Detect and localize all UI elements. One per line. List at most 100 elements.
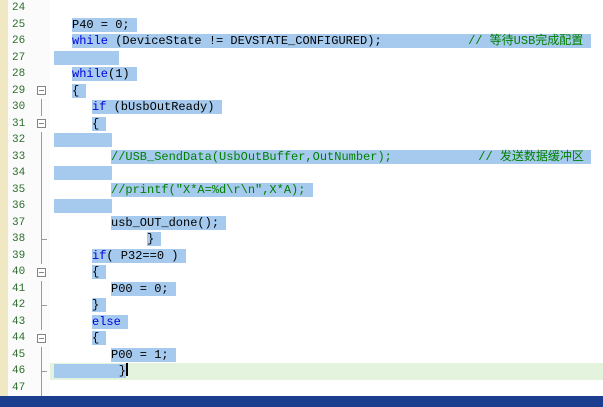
code-line-row: 45 P00 = 1;	[0, 346, 603, 364]
fold-collapse-icon[interactable]	[37, 333, 46, 343]
fold-margin	[34, 0, 50, 17]
line-number[interactable]: 29	[8, 82, 34, 99]
code-line[interactable]: }	[50, 297, 603, 314]
code-line[interactable]: else	[50, 314, 603, 331]
code-line-row: 31 {	[0, 115, 603, 133]
line-number[interactable]: 26	[8, 33, 34, 50]
line-number[interactable]: 24	[8, 0, 34, 17]
fold-margin	[34, 330, 50, 347]
line-number[interactable]: 36	[8, 198, 34, 215]
code-line-row: 37 usb_OUT_done();	[0, 214, 603, 232]
code-line[interactable]	[50, 380, 603, 397]
fold-margin	[34, 363, 50, 380]
line-number[interactable]: 43	[8, 313, 34, 330]
code-line[interactable]: {	[50, 264, 603, 281]
code-line-row: 44 {	[0, 330, 603, 347]
code-line-row: 28 while(1)	[0, 66, 603, 83]
fold-margin	[34, 16, 50, 33]
fold-line-icon	[41, 313, 42, 330]
code-line[interactable]	[50, 165, 603, 182]
line-number[interactable]: 38	[8, 231, 34, 248]
line-number[interactable]: 45	[8, 346, 34, 363]
code-line[interactable]	[50, 50, 603, 67]
selection-highlight: P00 = 1;	[111, 347, 176, 362]
fold-collapse-icon[interactable]	[37, 267, 46, 277]
code-text: }	[92, 298, 107, 312]
code-text: (1)	[108, 67, 137, 81]
code-text: P40 = 0;	[72, 17, 137, 32]
code-line[interactable]: }	[50, 363, 603, 380]
fold-collapse-icon[interactable]	[37, 119, 46, 128]
panel-splitter-bar[interactable]	[0, 396, 603, 407]
code-line[interactable]: //USB_SendData(UsbOutBuffer,OutNumber); …	[50, 149, 603, 166]
fold-line-icon	[41, 247, 42, 264]
fold-margin	[34, 132, 50, 149]
line-number[interactable]: 27	[8, 49, 34, 66]
edit-margin	[0, 264, 8, 281]
line-number[interactable]: 39	[8, 247, 34, 264]
edit-margin	[0, 214, 8, 231]
line-number[interactable]: 37	[8, 214, 34, 231]
code-line[interactable]	[50, 198, 603, 215]
line-number[interactable]: 31	[8, 115, 34, 132]
selection-highlight: P00 = 0;	[111, 281, 176, 296]
code-text: // 等待USB完成配置	[468, 34, 584, 48]
code-line[interactable]: {	[50, 83, 603, 100]
code-line-row: 26 while (DeviceState != DEVSTATE_CONFIGU…	[0, 33, 603, 50]
line-number[interactable]: 40	[8, 264, 34, 281]
code-line[interactable]: P40 = 0;	[50, 17, 603, 34]
selection-highlight: {	[92, 265, 107, 279]
fold-margin	[34, 181, 50, 198]
fold-margin	[34, 297, 50, 314]
selection-highlight: {	[92, 116, 107, 131]
selection-highlight	[54, 199, 112, 213]
line-number[interactable]: 35	[8, 181, 34, 198]
fold-collapse-icon[interactable]	[37, 86, 46, 95]
code-text: if	[92, 248, 107, 263]
line-number[interactable]: 33	[8, 148, 34, 165]
line-number[interactable]: 34	[8, 165, 34, 182]
line-number[interactable]: 41	[8, 280, 34, 297]
code-line-row: 34	[0, 165, 603, 182]
edit-margin	[0, 165, 8, 182]
code-line-row: 29 {	[0, 82, 603, 100]
code-line-row: 33 //USB_SendData(UsbOutBuffer,OutNumber)…	[0, 148, 603, 166]
fold-line-icon	[41, 379, 42, 396]
line-number[interactable]: 25	[8, 16, 34, 33]
fold-margin	[34, 66, 50, 83]
code-line[interactable]	[50, 132, 603, 149]
code-line[interactable]: P00 = 0;	[50, 281, 603, 298]
code-line[interactable]: P00 = 1;	[50, 347, 603, 364]
line-number[interactable]: 28	[8, 66, 34, 83]
code-line[interactable]: while(1)	[50, 66, 603, 83]
edit-margin	[0, 148, 8, 165]
code-line[interactable]: //printf("X*A=%d\r\n",X*A);	[50, 182, 603, 199]
line-number[interactable]: 30	[8, 99, 34, 116]
code-text: P00 = 0;	[111, 281, 176, 296]
code-text: if	[92, 100, 107, 114]
code-line[interactable]: if (bUsbOutReady)	[50, 99, 603, 116]
fold-margin	[34, 313, 50, 330]
code-line[interactable]: }	[50, 231, 603, 248]
edit-margin	[0, 66, 8, 83]
code-line[interactable]	[50, 0, 603, 17]
code-line-row: 32	[0, 132, 603, 149]
line-number[interactable]: 32	[8, 132, 34, 149]
line-number[interactable]: 44	[8, 330, 34, 347]
edit-margin	[0, 313, 8, 330]
line-number[interactable]: 46	[8, 363, 34, 380]
code-line[interactable]: while (DeviceState != DEVSTATE_CONFIGURE…	[50, 33, 603, 50]
code-line[interactable]: {	[50, 116, 603, 133]
code-text	[54, 166, 112, 180]
code-text: ( P32==0 )	[106, 248, 186, 263]
code-line[interactable]: if( P32==0 )	[50, 248, 603, 265]
line-number[interactable]: 42	[8, 297, 34, 314]
line-number[interactable]: 47	[8, 379, 34, 396]
fold-end-icon	[41, 297, 47, 314]
selection-highlight: while (DeviceState != DEVSTATE_CONFIGURE…	[72, 34, 591, 48]
fold-line-icon	[41, 132, 42, 149]
code-line[interactable]: {	[50, 330, 603, 347]
selection-highlight	[54, 50, 119, 65]
fold-margin	[34, 198, 50, 215]
code-line[interactable]: usb_OUT_done();	[50, 215, 603, 232]
